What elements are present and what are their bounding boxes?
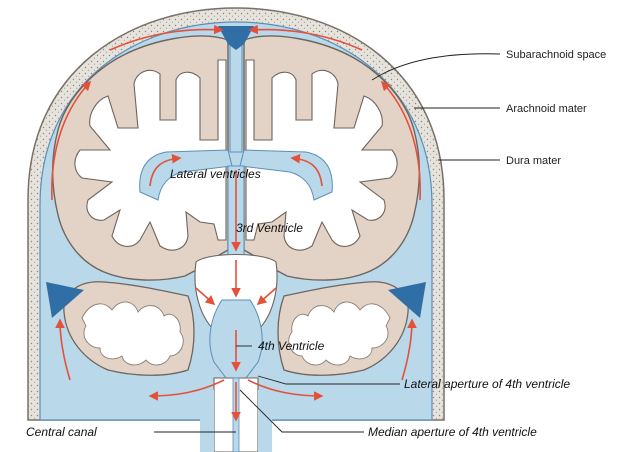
right-cerebellum-folia	[288, 301, 391, 366]
left-cerebellum-folia	[81, 301, 184, 366]
right-white-matter	[245, 59, 398, 251]
longitudinal-fissure	[229, 33, 243, 153]
central-canal-label: Central canal	[26, 425, 97, 439]
csf-flow-arrows	[51, 24, 421, 422]
left-venous-sinus	[46, 282, 84, 318]
left-white-matter	[74, 59, 227, 251]
subarachnoid-leader	[371, 53, 501, 81]
median-aperture-leader	[239, 389, 364, 433]
lateral-aperture-label: Lateral aperture of 4th ventricle	[404, 377, 570, 391]
third-ventricle-label: 3rd Ventricle	[236, 221, 303, 235]
dura-mater-label: Dura mater	[506, 155, 561, 167]
right-venous-sinus	[388, 282, 426, 318]
median-aperture-label: Median aperture of 4th ventricle	[368, 425, 537, 439]
subarachnoid-space-label: Subarachnoid space	[506, 49, 606, 61]
lateral-ventricles-label: Lateral ventricles	[170, 167, 261, 181]
arachnoid-mater-label: Arachnoid mater	[506, 103, 587, 115]
fourth-ventricle-label: 4th Ventricle	[258, 339, 325, 353]
spinal-subarachnoid-right	[258, 390, 272, 452]
superior-sagittal-sinus	[218, 26, 254, 50]
lateral-aperture-leader	[257, 375, 400, 385]
spinal-subarachnoid-left	[200, 390, 214, 452]
